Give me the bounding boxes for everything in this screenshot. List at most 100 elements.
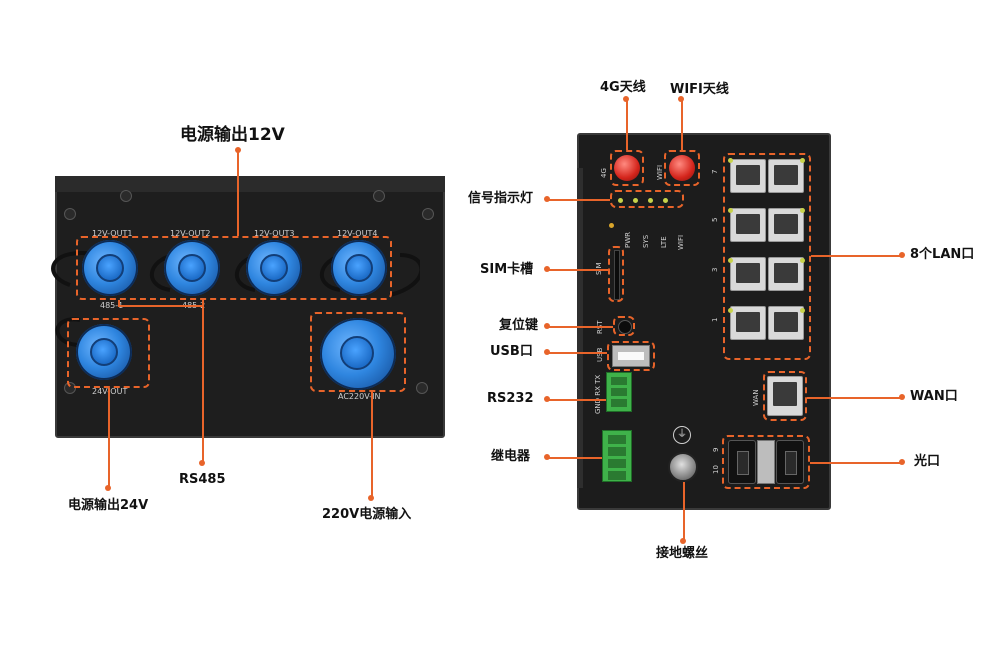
- highlight-ac-input: [310, 312, 406, 392]
- status-led-yellow: [609, 223, 614, 228]
- screw: [422, 208, 434, 220]
- lan-port-1[interactable]: [730, 306, 766, 340]
- optical-module-latch: [757, 440, 775, 484]
- label-ground-screw: 接地螺丝: [656, 546, 709, 561]
- leader-line: [548, 199, 610, 201]
- lan-port-2[interactable]: [768, 306, 804, 340]
- highlight-sim-slot: [608, 246, 624, 302]
- wan-port[interactable]: [767, 376, 803, 416]
- led-label-wifi: WIFI: [677, 234, 685, 250]
- leader-dot: [544, 349, 550, 355]
- usb-port[interactable]: [612, 345, 650, 367]
- leader-dot: [544, 323, 550, 329]
- 24v-out-connector[interactable]: [76, 324, 132, 380]
- 24v-out-port-label: 24V-OUT: [92, 387, 128, 396]
- screw: [373, 190, 385, 202]
- lan-led: [800, 258, 805, 263]
- optical-number-9: 9: [712, 447, 720, 452]
- leader-dot: [899, 252, 905, 258]
- lan-port-8[interactable]: [768, 159, 804, 193]
- lan-led: [800, 158, 805, 163]
- highlight-reset: [613, 316, 635, 336]
- port-label-12v-out4: 12V-OUT4: [337, 229, 378, 238]
- lan-port-4[interactable]: [768, 257, 804, 291]
- lan-port-6[interactable]: [768, 208, 804, 242]
- panel-label-wifi: WIFI: [656, 164, 664, 180]
- label-wifi-antenna: WIFI天线: [670, 82, 729, 97]
- leader-dot: [623, 96, 629, 102]
- label-power-output-24v: 电源输出24V: [68, 498, 149, 513]
- optical-port-9[interactable]: [728, 440, 756, 484]
- 12v-out4-connector[interactable]: [331, 240, 387, 296]
- label-wan-port: WAN口: [910, 389, 958, 404]
- highlight-4g-antenna: [610, 150, 644, 186]
- leader-dot: [899, 459, 905, 465]
- port-label-12v-out3: 12V-OUT3: [254, 229, 295, 238]
- highlight-optical-ports: [722, 435, 810, 489]
- leader-line: [548, 269, 608, 271]
- lan-number: 5: [711, 217, 719, 222]
- leader-line: [118, 300, 120, 306]
- 12v-out2-connector[interactable]: [164, 240, 220, 296]
- leader-line: [626, 98, 628, 150]
- reset-button[interactable]: [618, 320, 632, 334]
- leader-line: [681, 98, 683, 150]
- left-device: [55, 176, 445, 438]
- optical-port-10[interactable]: [776, 440, 804, 484]
- leader-dot: [544, 196, 550, 202]
- lan-number: 1: [711, 317, 719, 322]
- leader-dot: [105, 485, 111, 491]
- ground-screw[interactable]: [668, 452, 698, 482]
- label-power-output-12v: 电源输出12V: [180, 125, 285, 145]
- led-sys: [633, 198, 638, 203]
- lan-ports-grid: [726, 157, 806, 359]
- panel-label-rs232: GND RX TX: [594, 374, 602, 414]
- leader-line: [548, 326, 613, 328]
- led-pwr: [618, 198, 623, 203]
- label-reset-key: 复位键: [499, 318, 539, 333]
- lan-port-5[interactable]: [730, 208, 766, 242]
- lan-number: 3: [711, 267, 719, 272]
- label-usb-port: USB口: [490, 344, 533, 359]
- leader-dot: [199, 460, 205, 466]
- label-lan-ports: 8个LAN口: [910, 247, 975, 262]
- sim-card-slot[interactable]: [614, 250, 620, 300]
- label-4g-antenna: 4G天线: [600, 80, 646, 95]
- leader-line: [548, 352, 607, 354]
- 12v-out1-connector[interactable]: [82, 240, 138, 296]
- screw: [416, 382, 428, 394]
- label-relay: 继电器: [491, 449, 531, 464]
- leader-line: [202, 300, 204, 464]
- leader-dot: [899, 394, 905, 400]
- ac220v-in-port-label: AC220V-IN: [338, 392, 381, 401]
- right-device-rail: [577, 168, 583, 488]
- relay-terminal[interactable]: [602, 430, 632, 482]
- leader-line: [811, 255, 901, 257]
- leader-line: [683, 482, 685, 540]
- leader-dot: [544, 396, 550, 402]
- lan-led: [728, 308, 733, 313]
- 12v-out3-connector[interactable]: [246, 240, 302, 296]
- label-optical-port: 光口: [914, 454, 941, 469]
- ac220v-in-connector[interactable]: [320, 318, 396, 390]
- leader-dot: [680, 538, 686, 544]
- wifi-antenna-connector[interactable]: [669, 155, 695, 181]
- panel-label-usb: USB: [596, 347, 604, 362]
- label-220v-input: 220V电源输入: [322, 507, 412, 522]
- leader-line: [807, 397, 901, 399]
- rs232-terminal[interactable]: [606, 372, 632, 412]
- highlight-signal-leds: [610, 190, 684, 208]
- label-rs485: RS485: [179, 472, 226, 487]
- leader-line: [548, 457, 602, 459]
- leader-dot: [544, 266, 550, 272]
- 4g-antenna-connector[interactable]: [614, 155, 640, 181]
- lan-port-3[interactable]: [730, 257, 766, 291]
- lan-led: [800, 308, 805, 313]
- screw: [120, 190, 132, 202]
- port-label-12v-out1: 12V-OUT1: [92, 229, 133, 238]
- lan-number: 7: [711, 169, 719, 174]
- highlight-wan-port: [763, 371, 807, 421]
- led-label-pwr: PWR: [624, 231, 632, 248]
- lan-port-7[interactable]: [730, 159, 766, 193]
- led-wifi: [663, 198, 668, 203]
